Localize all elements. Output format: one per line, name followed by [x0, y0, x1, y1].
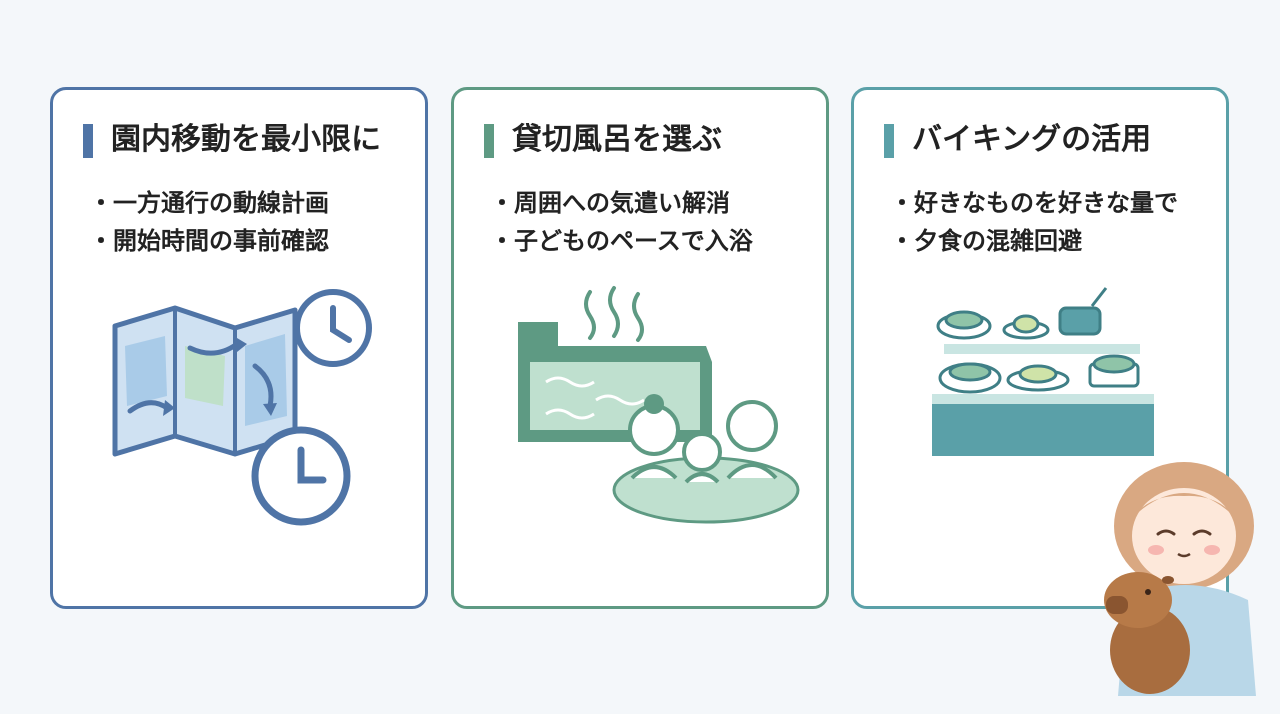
bullet-list: 一方通行の動線計画 開始時間の事前確認 — [89, 184, 329, 260]
family-icon — [612, 394, 800, 524]
buffet-counter-icon — [932, 344, 1154, 456]
bullet-item: 一方通行の動線計画 — [89, 184, 329, 222]
bullet-item: 子どものペースで入浴 — [490, 222, 753, 260]
title-accent-bar — [484, 124, 494, 158]
card-private-bath: 貸切風呂を選ぶ 周囲への気遣い解消 子どものペースで入浴 — [451, 87, 829, 609]
private-bath-illustration — [518, 286, 800, 524]
capybara-icon — [1104, 572, 1190, 694]
card-title: 園内移動を最小限に — [111, 122, 381, 157]
clock-icon — [251, 426, 351, 526]
card-title: バイキングの活用 — [912, 122, 1152, 157]
buffet-illustration — [932, 287, 1154, 456]
bullet-list: 好きなものを好きな量で 夕食の混雑回避 — [890, 184, 1178, 260]
food-dish-icon — [936, 287, 1140, 394]
bullet-item: 周囲への気遣い解消 — [490, 184, 753, 222]
mascot-girl-with-capybara — [1104, 462, 1256, 696]
steam-icon — [584, 286, 644, 342]
folded-map-icon — [112, 305, 298, 457]
clock-icon — [294, 289, 372, 367]
map-with-clocks-illustration — [112, 289, 372, 526]
bullet-item: 好きなものを好きな量で — [890, 184, 1178, 222]
bullet-item: 夕食の混雑回避 — [890, 222, 1178, 260]
title-accent-bar — [83, 124, 93, 158]
bullet-item: 開始時間の事前確認 — [89, 222, 329, 260]
bullet-list: 周囲への気遣い解消 子どものペースで入浴 — [490, 184, 753, 260]
card-minimize-movement: 園内移動を最小限に 一方通行の動線計画 開始時間の事前確認 — [50, 87, 428, 609]
bathtub-icon — [518, 322, 712, 442]
title-accent-bar — [884, 124, 894, 158]
card-title: 貸切風呂を選ぶ — [512, 122, 722, 157]
